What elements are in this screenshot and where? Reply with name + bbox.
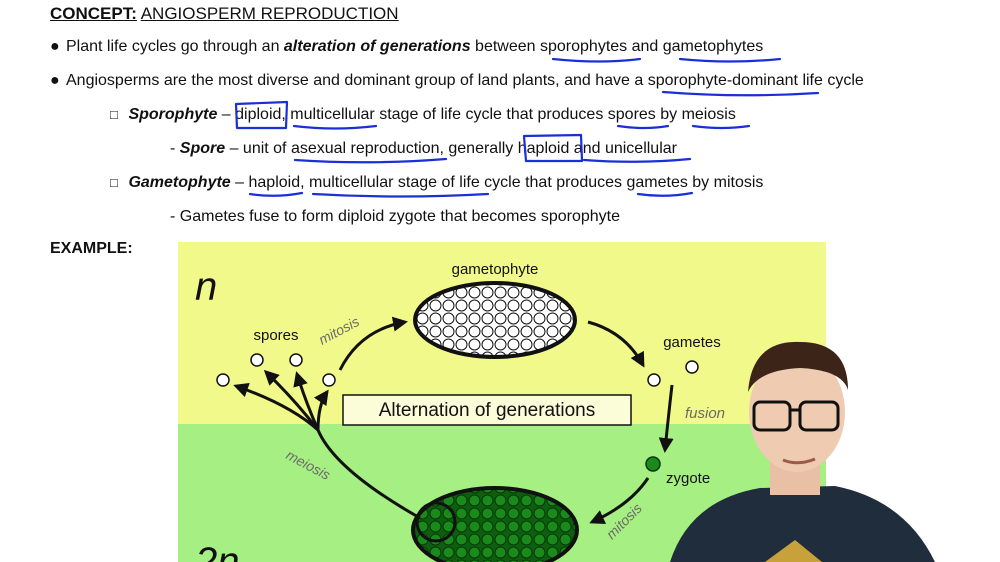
gamete-note: - Gametes fuse to form diploid zygote th…	[170, 208, 621, 225]
spore-cell	[216, 373, 230, 387]
spore-term: Spore	[179, 140, 226, 157]
to-gametes-arrow	[587, 320, 645, 368]
annotation-underline	[551, 57, 642, 63]
center-title: Alternation of generations	[379, 400, 596, 421]
bullet-1: ●Plant life cycles go through an alterat…	[50, 38, 764, 55]
mitosis-arrow-bottom	[589, 477, 650, 524]
bullet-dot-icon: ●	[50, 38, 60, 55]
haploid-region	[178, 242, 826, 424]
sporophyte-meristem	[415, 501, 457, 543]
concept-label: CONCEPT:	[50, 4, 137, 23]
zygote-label: zygote	[666, 470, 710, 487]
haploid-label: n	[195, 265, 217, 309]
annotation-underline	[292, 124, 378, 130]
spore-cell	[322, 373, 336, 387]
open-square-bullet-icon: □	[110, 175, 118, 190]
sporophyte-definition: □ Sporophyte – diploid, multicellular st…	[110, 106, 736, 123]
annotation-underline	[248, 191, 304, 197]
mitosis-top-label: mitosis	[316, 313, 362, 348]
bullet-1-emphasis: alteration of generations	[283, 38, 471, 55]
gamete-cell	[647, 373, 661, 387]
gametophyte-term: Gametophyte	[128, 174, 231, 191]
center-title-box	[342, 394, 632, 426]
gametophyte-definition: □ Gametophyte – haploid, multicellular s…	[110, 174, 764, 191]
video-presenter-image-icon	[670, 341, 935, 562]
annotation-underline	[616, 124, 670, 130]
fusion-arrow	[658, 384, 674, 453]
annotation-underline	[678, 57, 782, 63]
annotation-underline	[691, 124, 751, 130]
gametophyte-body	[413, 281, 577, 359]
concept-heading: CONCEPT: ANGIOSPERM REPRODUCTION	[50, 4, 399, 24]
meiosis-arrow-stem	[316, 429, 421, 520]
annotation-underline	[636, 191, 694, 197]
meiosis-label: meiosis	[284, 447, 333, 483]
meiosis-arrow-branch	[314, 389, 329, 431]
sporophyte-term: Sporophyte	[128, 106, 218, 123]
gametophyte-label: gametophyte	[452, 261, 539, 278]
mitosis-arrow-top	[338, 316, 408, 371]
diploid-label: 2n	[194, 540, 240, 562]
meiosis-arrow-branch	[293, 371, 320, 431]
spore-definition: - Spore – unit of asexual reproduction, …	[170, 140, 677, 157]
annotation-underline	[293, 157, 448, 164]
annotation-underline	[582, 157, 692, 163]
spores-label: spores	[253, 327, 298, 344]
annotation-underline	[661, 90, 820, 97]
meiosis-arrow-branch	[263, 369, 320, 431]
fusion-label: fusion	[685, 405, 725, 422]
gametes-label: gametes	[663, 334, 721, 351]
annotation-underline	[311, 192, 490, 198]
bullet-2: ●Angiosperms are the most diverse and do…	[50, 72, 864, 89]
spore-cell	[250, 353, 264, 367]
diploid-region	[178, 424, 826, 562]
concept-title: ANGIOSPERM REPRODUCTION	[140, 4, 399, 23]
gamete-cell	[685, 360, 699, 374]
zygote-cell	[645, 456, 661, 472]
sporophyte-body	[411, 486, 579, 562]
example-label: EXAMPLE:	[50, 240, 133, 257]
spore-cell	[289, 353, 303, 367]
open-square-bullet-icon: □	[110, 107, 118, 122]
mitosis-bottom-label: mitosis	[603, 500, 645, 542]
bullet-dot-icon: ●	[50, 72, 60, 89]
meiosis-arrow-branch	[233, 382, 319, 432]
